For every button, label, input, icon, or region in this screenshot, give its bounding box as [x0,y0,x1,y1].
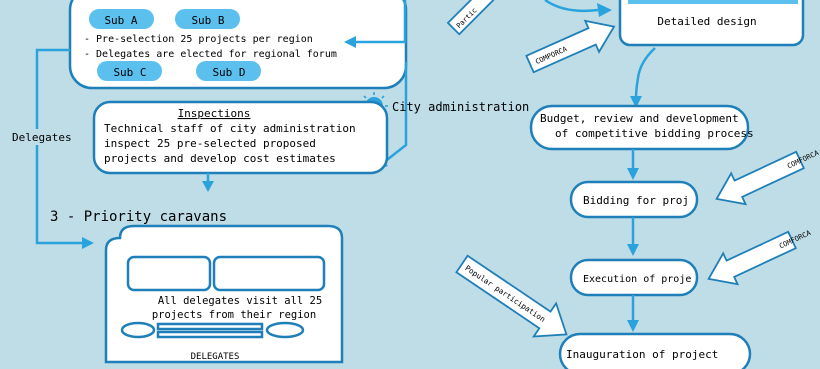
delegates-label-bg [8,129,78,145]
execution-label: Execution of proje [583,274,691,285]
inspections-title: Inspections [178,107,251,120]
popular-participation-arrow: Popular participation [455,254,568,338]
detailed-design-box [618,0,805,47]
arrowhead-to-budget [630,96,642,108]
bus-headlight-left [120,321,156,339]
arrowhead-to-bidding [627,168,639,180]
inauguration-label: Inauguration of project [566,348,718,361]
bus-text-line-1: All delegates visit all 25 [158,295,322,307]
inspections-line-3: projects and develop cost estimates [104,152,336,165]
inspections-line-2: inspect 25 pre-selected proposed [104,137,316,150]
arrow-to-design [544,0,599,13]
city-admin-label: City administration [392,100,529,114]
arrowhead-into-regional [344,36,356,48]
bus-headlight-right [265,321,305,339]
arrowhead-to-bus [82,237,94,249]
participation-tag-top: Partic [446,0,495,36]
sub-d-label: Sub D [212,66,245,79]
arrowhead-to-execution [627,244,639,256]
arrowhead-to-caravans [202,181,214,192]
sub-a-label: Sub A [104,14,137,27]
bus-window-right [212,255,326,292]
bus-grille-top [156,322,264,331]
bus-plate: DELEGATES [191,352,240,362]
bus-window-left [126,255,212,292]
arrowhead-to-design [597,3,612,17]
sub-c-pill [97,61,162,81]
design-header-band [628,0,798,4]
delegates-side-label: Delegates [12,131,72,144]
budget-line-2: of competitive bidding process [555,127,754,140]
bus-grille-bottom [156,330,264,339]
inauguration-box [558,332,752,369]
arrowhead-to-inauguration [627,320,639,332]
bus-illustration: All delegates visit all 25 projects from… [104,224,344,364]
regional-line-1: - Pre-selection 25 projects per region [84,34,313,45]
sub-b-label: Sub B [191,14,224,27]
arrow-design-to-budget [634,47,656,99]
inspections-line-1: Technical staff of city administration [104,122,356,135]
budget-review-box [529,104,750,151]
bus-text-line-2: projects from their region [152,309,316,321]
delegates-connector [35,48,84,245]
sub-c-label: Sub C [113,66,146,79]
comforca-arrow-execution: COMFORCA [707,229,813,286]
budget-line-1: Budget, review and development [540,112,739,125]
bidding-label: Bidding for proj [583,194,689,207]
sub-a-pill [89,9,154,29]
admin-connector [382,62,408,164]
arrow-into-regional [354,0,407,44]
bus-body [104,224,344,364]
regional-line-2: - Delegates are elected for regional for… [84,49,337,60]
caravans-heading: 3 - Priority caravans [50,209,227,225]
sub-d-pill [196,61,261,81]
comforca-arrow-design: COMPORCA [525,19,616,74]
sub-b-pill [175,9,240,29]
detailed-design-label: Detailed design [657,15,756,28]
inspections-box [92,100,389,175]
popular-participation-label: Popular participation [463,263,547,323]
